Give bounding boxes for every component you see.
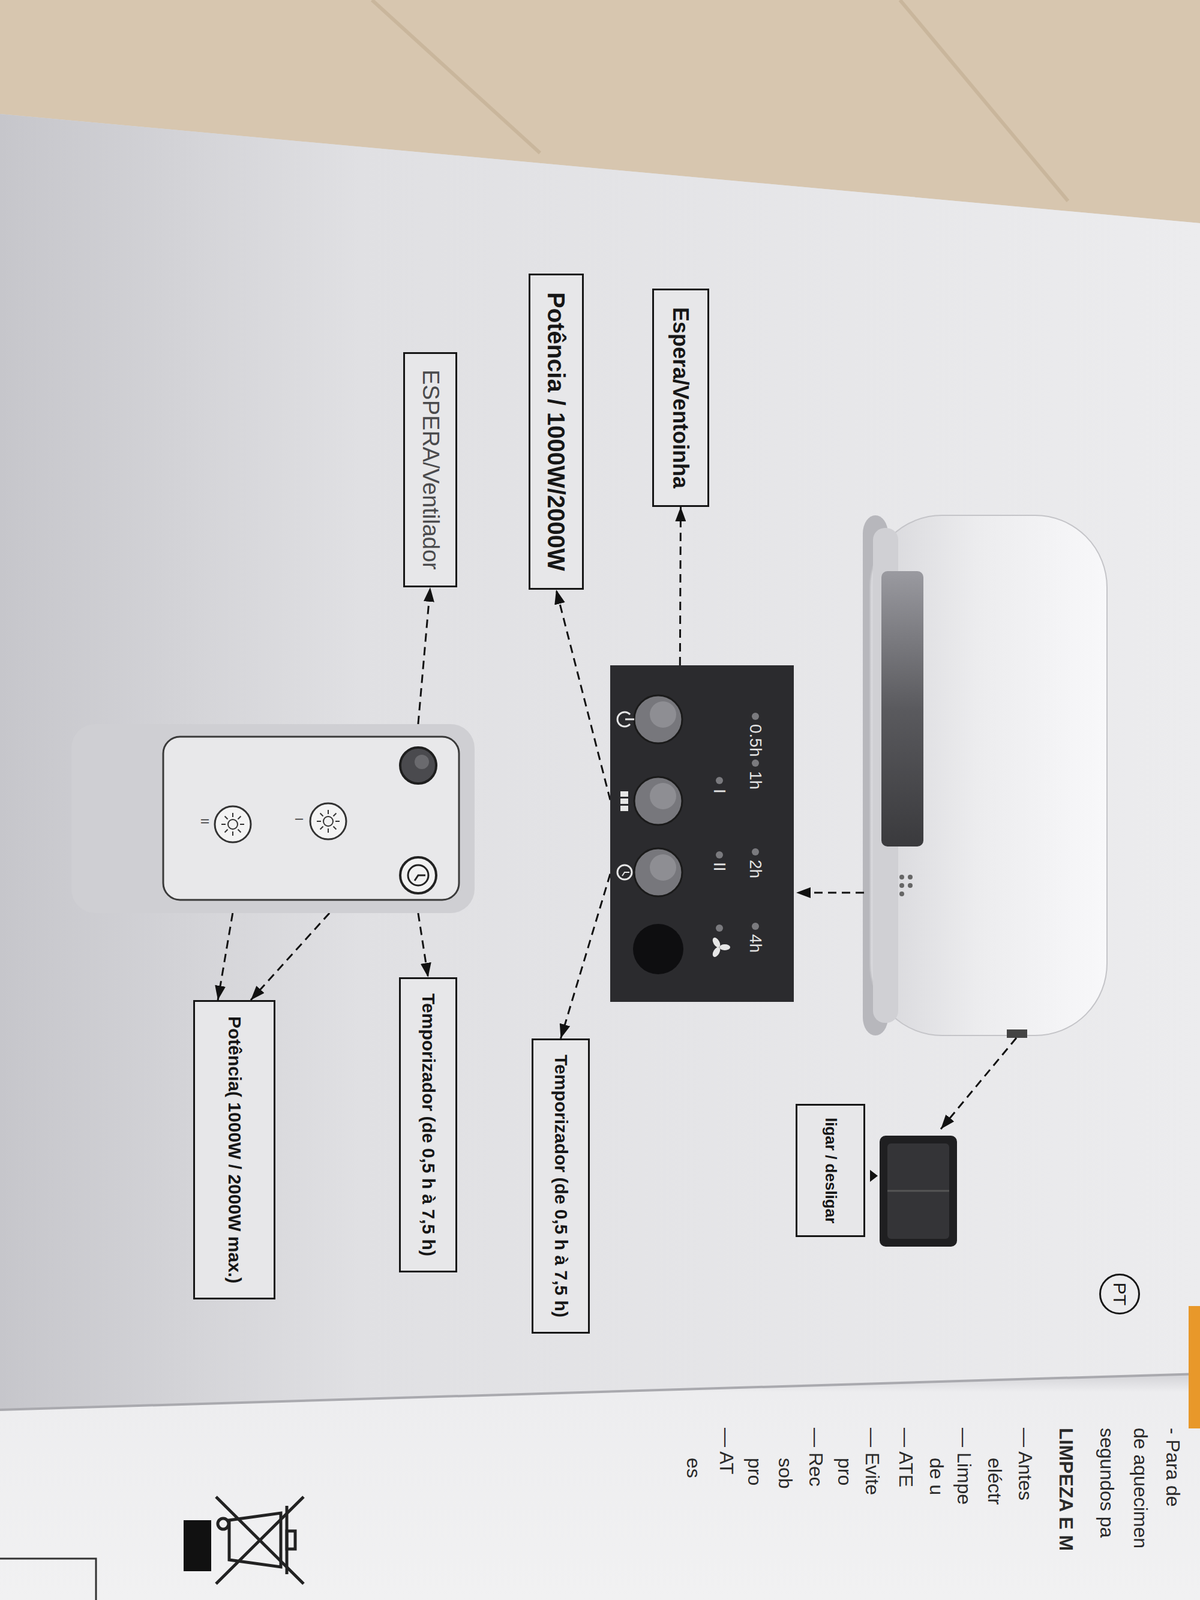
text-holder: de u bbox=[925, 1458, 948, 1496]
leader-arrow bbox=[418, 587, 431, 725]
text-holder: segundos pa bbox=[1095, 1428, 1118, 1538]
tile-grout bbox=[900, 0, 1068, 201]
label-text: PT bbox=[1109, 1282, 1131, 1306]
label-box: Temporizador (de 0,5 h à 7,5 h) bbox=[399, 977, 458, 1273]
weee-bar bbox=[183, 1520, 212, 1572]
label-box: ESPERA/Ventilador bbox=[403, 352, 458, 588]
leader-arrow bbox=[556, 589, 611, 800]
text-holder: 0.5h bbox=[747, 724, 764, 758]
label-text: es bbox=[682, 1458, 705, 1479]
label-text: ESPERA/Ventilador bbox=[417, 369, 444, 570]
label-text: — Limpe bbox=[952, 1428, 975, 1505]
label-text: ligar / desligar bbox=[821, 1117, 840, 1224]
text-holder: — Rec bbox=[804, 1428, 827, 1487]
heater-drawing bbox=[862, 515, 1107, 1038]
label-text: sob bbox=[774, 1458, 797, 1490]
label-text: II bbox=[199, 818, 210, 825]
text-holder: - Para de bbox=[1161, 1428, 1184, 1508]
text-holder: — Limpe bbox=[952, 1428, 975, 1505]
book-gutter bbox=[0, 1374, 1200, 1410]
control-panel: 0.5h1h2h4hIII bbox=[610, 665, 794, 1002]
label-text: — AT bbox=[715, 1428, 738, 1475]
weee-bin-symbol bbox=[216, 1497, 304, 1584]
rocker-switch bbox=[879, 1135, 957, 1247]
text-holder: — Evite bbox=[861, 1428, 884, 1496]
label-text: Temporizador (de 0,5 h à 7,5 h) bbox=[550, 1054, 572, 1318]
label-text: de aquecimen bbox=[1129, 1428, 1152, 1549]
text-holder: — AT bbox=[715, 1428, 738, 1475]
label-text: I bbox=[293, 817, 305, 821]
leader-arrow bbox=[796, 892, 864, 894]
label-text: Potência / 1000W/2000W bbox=[542, 292, 570, 572]
label-text: 4h bbox=[747, 934, 764, 953]
label-text: — ATE bbox=[894, 1428, 917, 1488]
remote-body bbox=[71, 724, 475, 914]
label-text: Temporizador (de 0,5 h à 7,5 h) bbox=[418, 993, 440, 1257]
remote-control: III bbox=[71, 724, 475, 914]
text-holder: 2h bbox=[747, 859, 764, 879]
label-text: — Antes bbox=[1014, 1428, 1037, 1501]
text-holder: eléctr bbox=[983, 1458, 1006, 1505]
label-box: Potência / 1000W/2000W bbox=[528, 273, 584, 590]
leader-arrow bbox=[250, 913, 330, 1001]
leader-arrow bbox=[418, 913, 429, 978]
label-text: I bbox=[711, 789, 728, 794]
text-holder: LIMPEZA E M bbox=[1054, 1428, 1077, 1551]
text-holder: 1h bbox=[747, 771, 764, 790]
label-box: ligar / desligar bbox=[795, 1104, 866, 1238]
tile-grout bbox=[372, 0, 540, 153]
panel-face bbox=[610, 665, 794, 1002]
label-text: Potência( 1000W / 2000W max.) bbox=[224, 1016, 246, 1284]
leader-arrow bbox=[217, 913, 233, 1001]
label-text: - Para de bbox=[1161, 1428, 1184, 1508]
leader-arrow bbox=[679, 507, 681, 666]
label-text: pro bbox=[833, 1458, 856, 1486]
text-holder: pro bbox=[833, 1458, 856, 1486]
text-holder: sob bbox=[774, 1458, 797, 1490]
label-text: 0.5h bbox=[747, 724, 764, 758]
text-holder: II bbox=[711, 862, 728, 872]
pointer-arrow bbox=[870, 1170, 878, 1182]
label-text: II bbox=[711, 862, 728, 872]
page-marker-circle: PT bbox=[1099, 1273, 1140, 1315]
text-holder: de aquecimen bbox=[1129, 1428, 1152, 1549]
page-tab-box bbox=[0, 1558, 96, 1600]
text-holder: — Antes bbox=[1014, 1428, 1037, 1501]
label-text: 1h bbox=[747, 771, 764, 790]
manual-page bbox=[0, 114, 1200, 1410]
facing-page bbox=[0, 1374, 1200, 1600]
label-text: segundos pa bbox=[1095, 1428, 1118, 1538]
orange-tab bbox=[1188, 1306, 1200, 1429]
text-holder: es bbox=[682, 1458, 705, 1479]
label-text: 2h bbox=[747, 859, 764, 879]
text-holder: I bbox=[293, 817, 305, 821]
text-holder: 4h bbox=[747, 934, 764, 953]
leader-arrow bbox=[561, 874, 611, 1039]
text-holder: I bbox=[711, 789, 728, 794]
text-holder: — ATE bbox=[894, 1428, 917, 1488]
label-text: Espera/Ventoinha bbox=[668, 307, 693, 489]
label-text: pro bbox=[743, 1458, 766, 1486]
label-text: — Evite bbox=[861, 1428, 884, 1496]
leader-arrow bbox=[940, 1038, 1017, 1130]
label-text: eléctr bbox=[983, 1458, 1006, 1505]
label-text: LIMPEZA E M bbox=[1054, 1428, 1077, 1551]
label-text: de u bbox=[925, 1458, 948, 1496]
text-holder: II bbox=[199, 818, 210, 825]
label-text: — Rec bbox=[804, 1428, 827, 1487]
text-holder: pro bbox=[743, 1458, 766, 1486]
label-box: Temporizador (de 0,5 h à 7,5 h) bbox=[532, 1038, 591, 1334]
label-box: Espera/Ventoinha bbox=[652, 288, 710, 507]
label-box: Potência( 1000W / 2000W max.) bbox=[193, 1000, 276, 1300]
